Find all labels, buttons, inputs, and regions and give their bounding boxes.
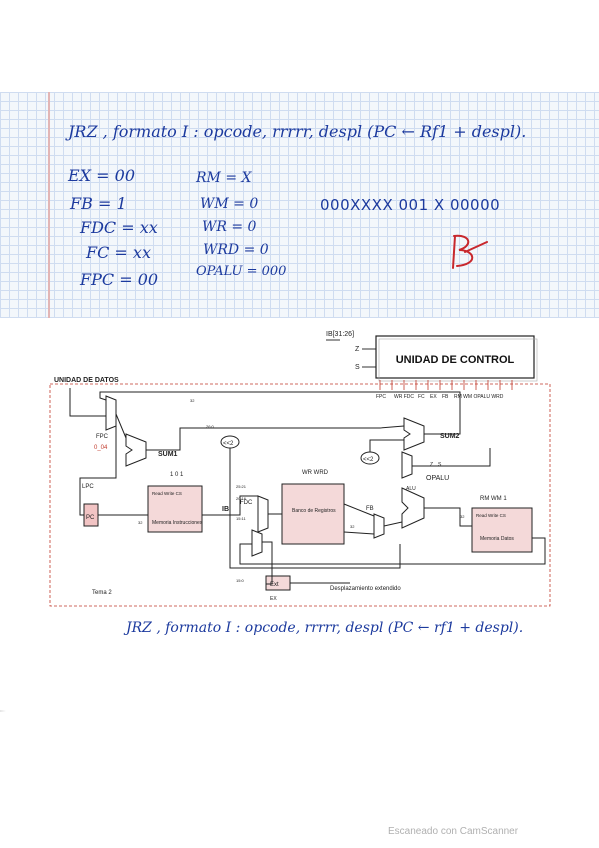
- mem-instr-control: 1 0 1: [170, 472, 184, 478]
- lpc-label: LPC: [82, 484, 94, 490]
- fdc-label: FDC: [240, 500, 253, 506]
- ib-label: IB: [222, 506, 229, 513]
- alu-unit: [401, 487, 425, 529]
- notes-mid-5: OPALU = 000: [196, 264, 287, 279]
- ex-label: EX: [270, 596, 277, 602]
- control-unit-box: [375, 335, 535, 379]
- fdc-mux: [257, 495, 269, 533]
- fb-mux: [373, 513, 385, 539]
- fb-label: FB: [366, 506, 374, 512]
- fc-mux: [251, 529, 263, 557]
- paper-margin-line: [48, 92, 50, 318]
- sig-wr-fdc: WR FDC: [394, 394, 414, 400]
- notes-mid-4: WRD = 0: [203, 242, 269, 258]
- scanner-watermark: Escaneado con CamScanner: [388, 826, 519, 837]
- ext-label: Ext: [270, 582, 279, 588]
- sum1-label: SUM1: [158, 451, 178, 458]
- fpc-label: FPC: [96, 434, 109, 440]
- bits-8: 15:11: [236, 516, 246, 521]
- datos-border: [49, 383, 551, 607]
- desp-label: Desplazamiento extendido: [330, 586, 401, 592]
- register-bank-label: Banco de Registros: [292, 508, 336, 514]
- bits-6: 25:21: [236, 484, 247, 489]
- footer-note: JRZ , formato I : opcode, rrrrr, despl (…: [126, 620, 524, 636]
- notes-left-3: FDC = xx: [80, 218, 158, 237]
- rm-wm-label: RM WM 1: [480, 496, 507, 502]
- sum2-mux: [401, 451, 413, 479]
- register-bank: [281, 483, 345, 545]
- sig-fb: FB: [442, 394, 449, 400]
- datos-title: UNIDAD DE DATOS: [54, 377, 119, 384]
- notes-mid-3: WR = 0: [202, 219, 257, 235]
- mem-datos-label: Memoria Datos: [480, 536, 514, 542]
- notes-mid-2: WM = 0: [200, 196, 259, 212]
- opalu-label: OPALU: [426, 475, 449, 482]
- bits-7: 20:16: [236, 496, 247, 501]
- grid-paper: [0, 92, 599, 318]
- shift-left-1-label: <<2: [223, 441, 234, 447]
- notes-left-1: EX = 00: [68, 166, 136, 185]
- notes-left-2: FB = 1: [70, 194, 127, 213]
- bits-5: 26:0: [206, 424, 215, 429]
- bits-2: 32: [138, 520, 143, 525]
- bits-9: 15:0: [236, 578, 245, 583]
- mem-instr-box: [147, 485, 203, 533]
- sig-fpc: FPC: [376, 394, 386, 400]
- zero-x4-label: 0_04: [94, 445, 108, 451]
- datapath-diagram: IB[31:26] Z S UNIDAD DE CONTROL FPC WR F…: [49, 331, 551, 607]
- notes-encoding: 000XXXX 001 X 00000: [320, 196, 501, 214]
- bits-4: 32: [460, 514, 465, 519]
- notes-mid-1: RM = X: [196, 170, 252, 186]
- bits-1: 32: [190, 398, 195, 403]
- bits-3: 32: [350, 524, 355, 529]
- mem-instr-ports: Read Write CS: [152, 491, 182, 496]
- sig-rm-wm: RM WM OPALU WRD: [454, 394, 504, 400]
- notes-left-4: FC = xx: [86, 243, 151, 262]
- sig-fc: FC: [418, 394, 425, 400]
- mem-datos-box: [471, 507, 533, 553]
- z-input-label: Z: [355, 346, 360, 353]
- mem-instr-label: Memoria Instrucciones: [152, 520, 203, 526]
- sig-ex: EX: [430, 394, 437, 400]
- flag-s: S: [438, 462, 442, 468]
- fpc-mux: [105, 395, 117, 431]
- notes-left-5: FPC = 00: [80, 270, 159, 289]
- pc-label: PC: [86, 515, 95, 521]
- mem-datos-ports: Read Write CS: [476, 513, 506, 518]
- tema-label: Tema 2: [92, 590, 112, 596]
- ib-bits-label: IB[31:26]: [326, 331, 354, 338]
- s-input-label: S: [355, 364, 360, 371]
- sum1-adder: [125, 433, 147, 467]
- alu-label: ALU: [406, 486, 416, 492]
- notes-title: JRZ , formato I : opcode, rrrrr, despl (…: [68, 122, 527, 141]
- sum2-adder: [403, 417, 425, 451]
- signature-mark: [452, 234, 488, 269]
- shift-left-2-label: <<2: [363, 457, 374, 463]
- sum2-label: SUM2: [440, 433, 460, 440]
- flag-z: Z: [430, 462, 433, 468]
- wr-wrd-label: WR WRD: [302, 470, 329, 476]
- control-unit-title: UNIDAD DE CONTROL: [396, 354, 515, 366]
